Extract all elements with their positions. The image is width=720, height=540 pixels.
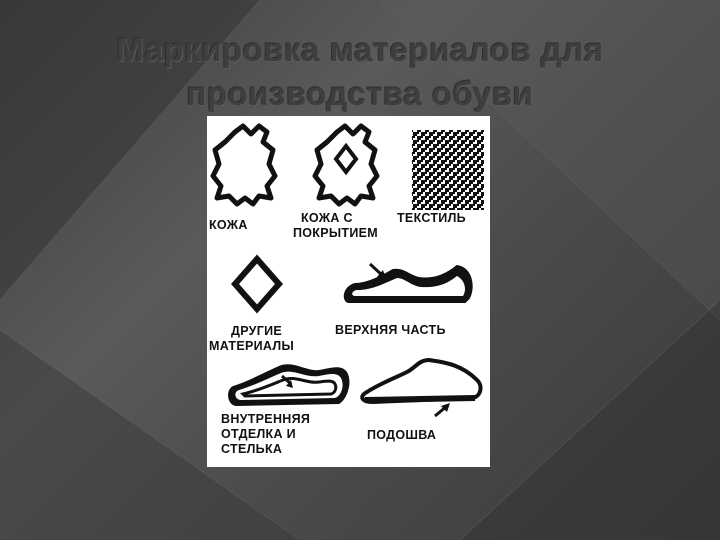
marking-symbols-panel: КОЖА КОЖА С ПОКРЫТИЕМ ТЕКСТИЛЬ ДРУГИЕ МА…	[207, 116, 490, 467]
symbol-label-other-materials-line-1: ДРУГИЕ	[231, 324, 283, 338]
symbol-label-sole-line-1: ПОДОШВА	[367, 428, 437, 442]
symbol-label-sole: ПОДОШВА	[367, 428, 436, 443]
symbol-label-lining: ВНУТРЕННЯЯ ОТДЕЛКА И СТЕЛЬКА	[221, 412, 310, 457]
shoe-lining-icon	[228, 364, 350, 406]
leather-hide-icon	[210, 123, 278, 207]
symbol-label-leather: КОЖА	[209, 218, 248, 233]
symbol-label-coated-leather: КОЖА С ПОКРЫТИЕМ	[293, 211, 378, 241]
symbol-label-lining-line-2: ОТДЕЛКА И	[221, 427, 296, 441]
slide-title-line-2: производства обуви	[186, 75, 534, 112]
symbol-label-leather-line-1: КОЖА	[209, 218, 248, 232]
slide-title: Маркировка материалов для производства о…	[40, 28, 680, 116]
symbol-label-coated-leather-line-2: ПОКРЫТИЕМ	[293, 226, 378, 240]
symbol-label-textile-line-1: ТЕКСТИЛЬ	[397, 211, 466, 225]
shoe-sole-icon	[360, 357, 483, 418]
symbol-label-shoe-upper: ВЕРХНЯЯ ЧАСТЬ	[335, 323, 446, 338]
symbol-label-lining-line-3: СТЕЛЬКА	[221, 442, 283, 456]
symbol-label-lining-line-1: ВНУТРЕННЯЯ	[221, 412, 311, 426]
symbol-label-other-materials-line-2: МАТЕРИАЛЫ	[209, 339, 294, 353]
symbol-label-coated-leather-line-1: КОЖА С	[301, 211, 353, 225]
symbol-label-other-materials: ДРУГИЕ МАТЕРИАЛЫ	[209, 324, 294, 354]
textile-weave-icon	[412, 130, 484, 210]
slide-title-line-1: Маркировка материалов для	[116, 31, 604, 68]
coated-leather-icon	[312, 123, 380, 207]
symbol-label-shoe-upper-line-1: ВЕРХНЯЯ ЧАСТЬ	[335, 323, 446, 337]
symbol-label-textile: ТЕКСТИЛЬ	[397, 211, 466, 226]
diamond-icon	[231, 254, 283, 314]
shoe-upper-icon	[343, 262, 473, 303]
